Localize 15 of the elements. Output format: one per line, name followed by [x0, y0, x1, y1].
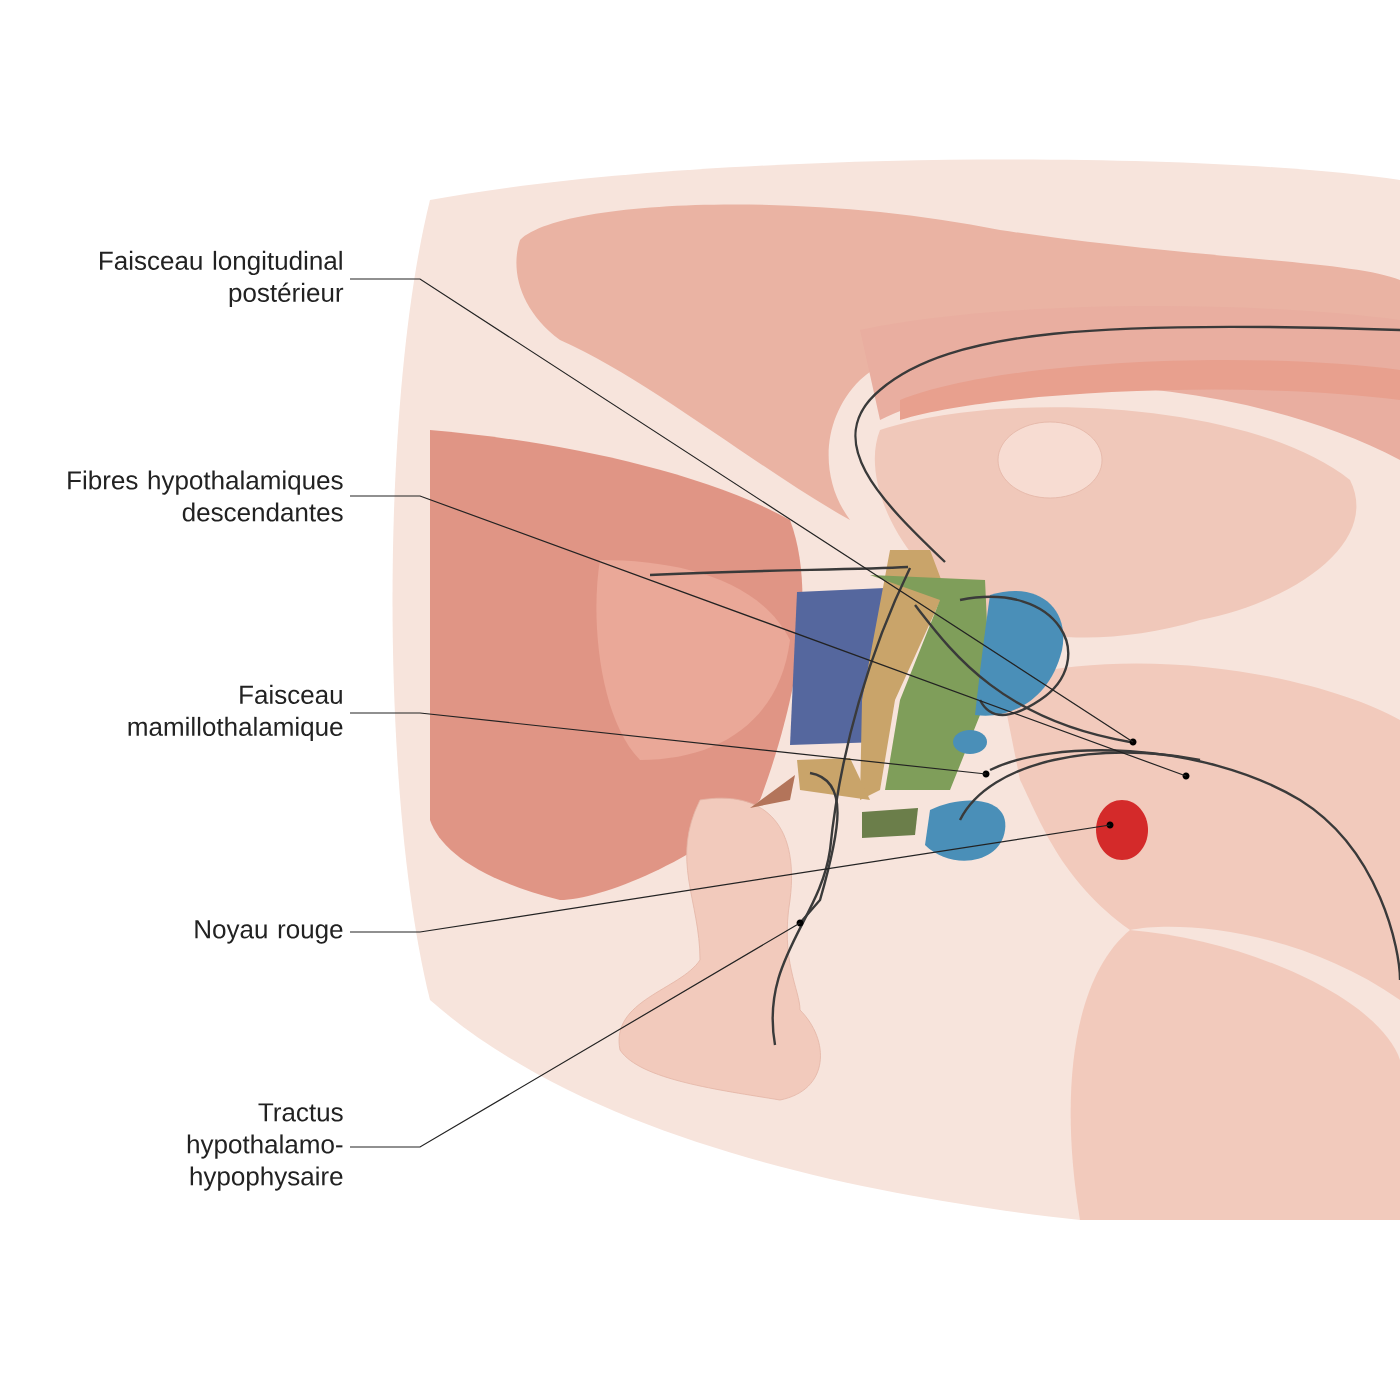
- point-marker: [1106, 821, 1114, 829]
- label-text: Tractus hypothalamo-hypophysaire: [187, 1103, 343, 1191]
- leader-line: [349, 712, 987, 775]
- label-text: Noyau rouge: [195, 920, 343, 944]
- label-text: Fibres hypothalamiques descendantes: [68, 470, 343, 522]
- point-marker: [796, 919, 804, 927]
- label-text: Faisceau longitudinal postérieur: [100, 250, 344, 308]
- label-text: Faisceau mamillothalamique: [128, 684, 343, 742]
- point-marker: [1129, 738, 1137, 746]
- leader-line: [349, 922, 801, 1148]
- leader-line: [349, 824, 1111, 933]
- point-marker: [1182, 772, 1190, 780]
- leader-line: [349, 278, 1134, 743]
- point-marker: [982, 770, 990, 778]
- leader-line: [349, 495, 1187, 777]
